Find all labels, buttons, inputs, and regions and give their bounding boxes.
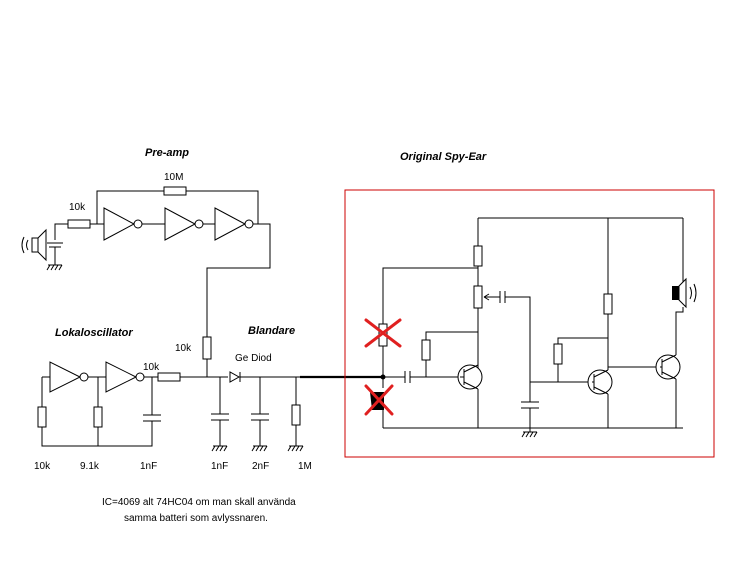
inverter-lo-2 [105, 361, 138, 393]
speaker-icon [672, 277, 697, 309]
cross-mark-icon [364, 384, 394, 416]
spyear-circuit [370, 217, 697, 438]
label-1nF-mix: 1nF [211, 461, 228, 472]
mixer-title: Blandare [248, 325, 295, 337]
transistor-2 [587, 369, 613, 395]
potentiometer [473, 285, 483, 309]
inverter-1 [103, 207, 136, 241]
label-1nF-lo: 1nF [140, 461, 157, 472]
inverter-lo-1 [49, 361, 82, 393]
spyear-box [344, 189, 715, 458]
label-10k-link: 10k [175, 343, 192, 354]
ground-icon [211, 445, 304, 452]
diode-symbol [229, 371, 241, 383]
label-9k1: 9.1k [80, 461, 100, 472]
inverter-3 [214, 207, 247, 241]
label-10k-lo: 10k [143, 362, 160, 373]
note-line-1: IC=4069 alt 74HC04 om man skall använda [102, 497, 296, 508]
note-line-2: samma batteri som avlyssnaren. [124, 513, 268, 524]
resistor-10k-link [202, 336, 212, 360]
label-1M: 1M [298, 461, 312, 472]
transistor-3 [655, 354, 681, 380]
preamp-circuit [21, 186, 271, 377]
transistor-1 [457, 364, 483, 390]
mixer-circuit [211, 371, 383, 452]
cross-mark-icon [364, 318, 402, 348]
microphone-icon [21, 228, 47, 262]
lo-title: Lokaloscillator [55, 327, 133, 339]
label-10k-preamp: 10k [69, 202, 86, 213]
label-ge-diod: Ge Diod [235, 353, 272, 364]
lo-circuit [37, 361, 228, 447]
label-2nF: 2nF [252, 461, 269, 472]
resistor-10k-lo [157, 372, 181, 382]
label-10M: 10M [164, 172, 183, 183]
ground-icon [521, 431, 538, 438]
inverter-2 [164, 207, 197, 241]
preamp-title: Pre-amp [145, 147, 189, 159]
ground-icon [46, 264, 63, 271]
spyear-title: Original Spy-Ear [400, 151, 487, 163]
resistor-10k-preamp [67, 219, 91, 229]
label-10k-bottom: 10k [34, 461, 51, 472]
